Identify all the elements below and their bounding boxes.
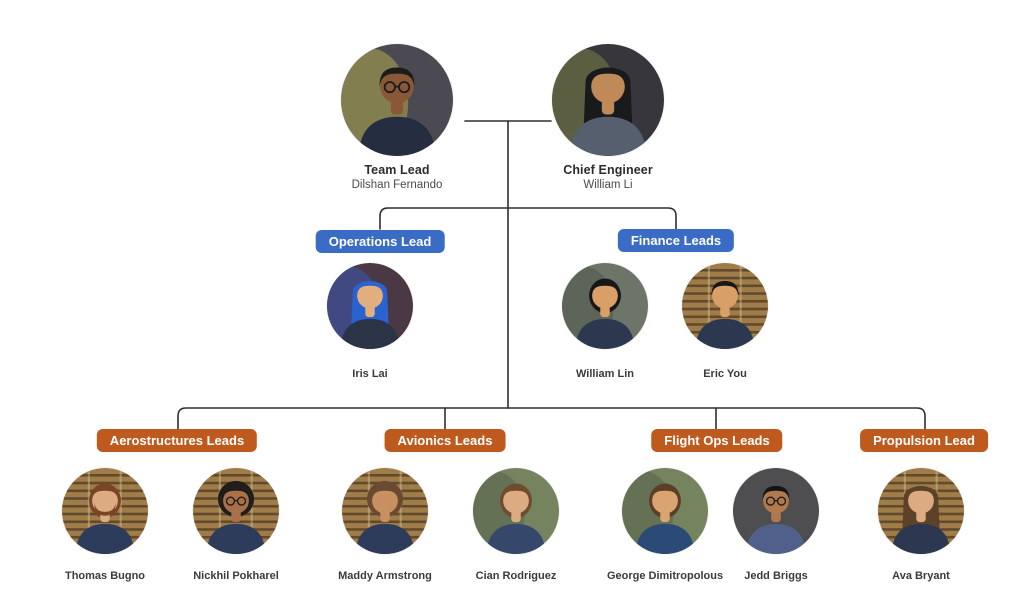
avatar-nickhil-pokharel xyxy=(193,468,279,554)
avatar-chief-engineer xyxy=(552,44,664,156)
avatar-ava-bryant xyxy=(878,468,964,554)
level2-branch-line xyxy=(379,207,677,230)
person-name: Dilshan Fernando xyxy=(351,179,443,191)
avatar-george-dimitropolous xyxy=(622,468,708,554)
person-name: Maddy Armstrong xyxy=(338,570,432,582)
person-name: Thomas Bugno xyxy=(64,570,146,582)
avatar-eric-you xyxy=(682,263,768,349)
avatar-william-lin xyxy=(562,263,648,349)
person-name: Cian Rodriguez xyxy=(475,570,557,582)
person-name: George Dimitropolous xyxy=(606,570,724,582)
badge-operations-lead: Operations Lead xyxy=(315,230,445,253)
person-name: Nickhil Pokharel xyxy=(193,570,279,582)
avatar-iris-lai xyxy=(327,263,413,349)
person-title: Chief Engineer xyxy=(563,163,653,177)
avatar-jedd-briggs xyxy=(733,468,819,554)
person-name: Iris Lai xyxy=(352,368,388,380)
person-title: Team Lead xyxy=(364,163,430,177)
avatar-team-lead xyxy=(341,44,453,156)
badge-propulsion-lead: Propulsion Lead xyxy=(860,429,988,452)
badge-aerostructures-leads: Aerostructures Leads xyxy=(96,429,258,452)
person-name: Eric You xyxy=(703,368,747,380)
person-name: William Lin xyxy=(576,368,634,380)
badge-avionics-leads: Avionics Leads xyxy=(384,429,506,452)
person-name: Ava Bryant xyxy=(892,570,950,582)
person-name: William Li xyxy=(583,179,633,191)
badge-flight-ops-leads: Flight Ops Leads xyxy=(651,429,783,452)
person-name: Jedd Briggs xyxy=(744,570,808,582)
avatar-maddy-armstrong xyxy=(342,468,428,554)
avatar-cian-rodriguez xyxy=(473,468,559,554)
avatar-thomas-bugno xyxy=(62,468,148,554)
level3-branch-line xyxy=(177,407,926,430)
badge-finance-leads: Finance Leads xyxy=(617,229,735,252)
